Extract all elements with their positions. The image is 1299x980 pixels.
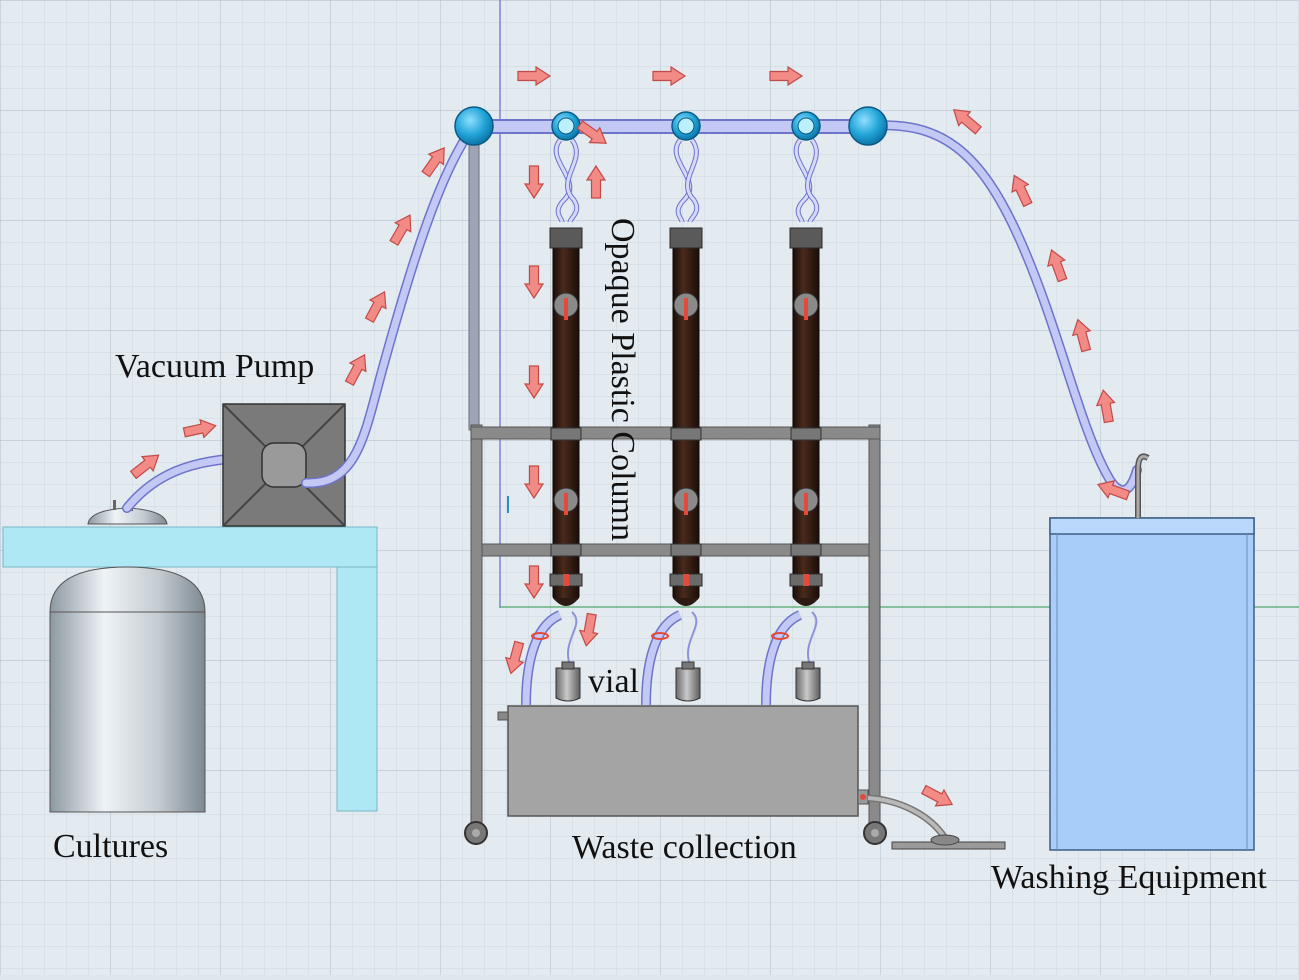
- drain-basin: [891, 834, 1006, 850]
- column-label: Opaque Plastic Column: [604, 218, 641, 541]
- washing-equipment-label: Washing Equipment: [991, 859, 1267, 896]
- plastic-column-1: [549, 111, 583, 606]
- plastic-column-2: [669, 111, 703, 606]
- vacuum-pump-label: Vacuum Pump: [115, 348, 314, 385]
- left-manifold-joint: [454, 106, 494, 146]
- culture-tank: [49, 500, 206, 813]
- column-drain-3: [761, 610, 821, 706]
- waste-collection-label: Waste collection: [572, 829, 797, 866]
- vacuum-pump: [222, 403, 346, 527]
- column-drain-2: [641, 610, 701, 706]
- cultures-label: Cultures: [53, 828, 168, 865]
- lab-table: [2, 526, 378, 812]
- vial-label: vial: [588, 663, 639, 700]
- waste-collection-box: [497, 705, 869, 817]
- plastic-column-3: [789, 111, 823, 606]
- column-drain-1: [521, 610, 581, 706]
- right-manifold-joint: [848, 106, 888, 146]
- washing-equipment: [1049, 453, 1255, 851]
